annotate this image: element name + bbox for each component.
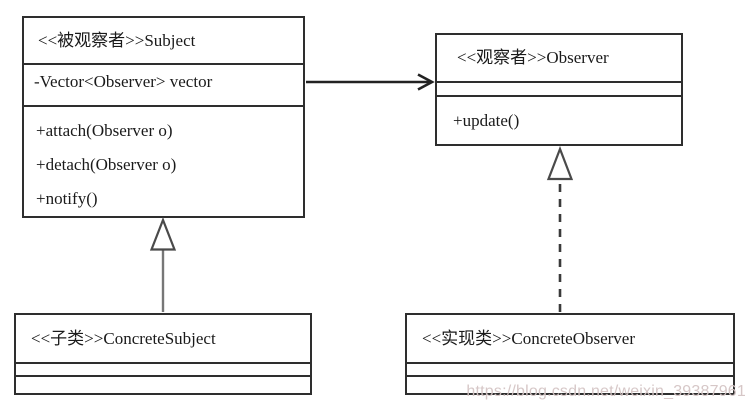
attribute-vector: -Vector<Observer> vector (34, 72, 213, 91)
class-attributes-subject: -Vector<Observer> vector (24, 63, 303, 105)
class-title-concrete-subject: <<子类>>ConcreteSubject (31, 329, 216, 348)
class-attributes-concrete-subject-empty (16, 362, 310, 375)
class-attributes-observer-empty (437, 81, 681, 95)
class-box-concrete-observer: <<实现类>>ConcreteObserver (405, 313, 735, 395)
association-arrow-subject-to-observer (306, 73, 435, 91)
method-attach: +attach(Observer o) (36, 121, 173, 140)
class-box-subject: <<被观察者>>Subject -Vector<Observer> vector… (22, 16, 305, 218)
realization-arrow-concrete-observer-to-observer (546, 145, 574, 312)
generalization-arrow-concrete-subject-to-subject (149, 216, 177, 312)
method-notify: +notify() (36, 189, 98, 208)
class-title-observer: <<观察者>>Observer (457, 48, 609, 67)
method-update: +update() (453, 111, 520, 130)
watermark-url: https://blog.csdn.net/weixin_39387961 (466, 383, 746, 400)
class-methods-concrete-observer-empty (407, 375, 733, 393)
class-title-concrete-observer: <<实现类>>ConcreteObserver (422, 329, 636, 348)
class-title-subject: <<被观察者>>Subject (38, 31, 196, 50)
class-methods-observer: +update() (437, 95, 681, 144)
class-attributes-concrete-observer-empty (407, 362, 733, 375)
method-detach: +detach(Observer o) (36, 155, 177, 174)
class-methods-concrete-subject-empty (16, 375, 310, 393)
class-box-concrete-subject: <<子类>>ConcreteSubject (14, 313, 312, 395)
class-methods-subject: +attach(Observer o) +detach(Observer o) … (24, 105, 303, 214)
class-box-observer: <<观察者>>Observer +update() (435, 33, 683, 146)
